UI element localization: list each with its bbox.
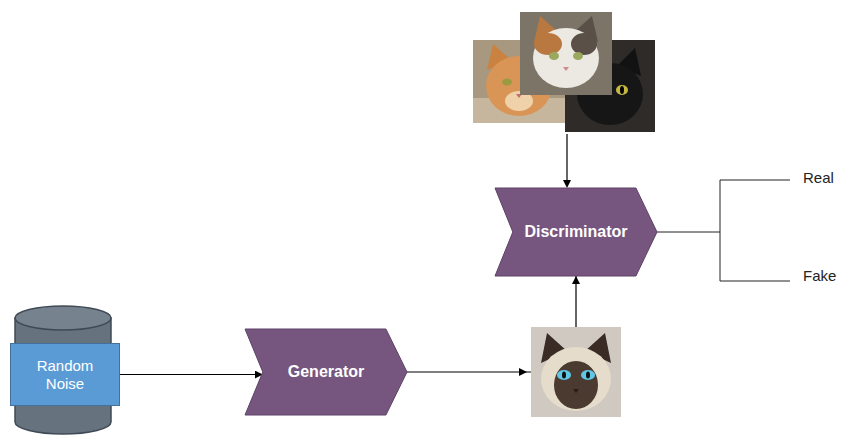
real-cat-photo [520, 12, 612, 95]
cat-pupil [586, 372, 590, 379]
cat-patch [571, 33, 597, 55]
cat-eye [616, 85, 628, 95]
chevron-shape [245, 329, 407, 415]
cat-eye [581, 370, 595, 380]
cat-head [541, 347, 611, 411]
output-label: Real [803, 169, 834, 187]
arrow-head [563, 180, 571, 188]
noise-box: Random Noise [10, 343, 120, 406]
cat-eye [557, 370, 571, 380]
fake-cat-photo [531, 327, 621, 417]
node-text: Generator [288, 362, 364, 381]
node-text: Discriminator [524, 222, 627, 241]
generator-chevron: Generator [245, 329, 407, 415]
cat-eye [573, 52, 583, 60]
photo-background [531, 327, 621, 417]
cat-eye [502, 79, 512, 86]
output-bracket [657, 180, 790, 281]
node-text: Random Noise [25, 357, 105, 393]
discriminator-chevron: Discriminator [495, 188, 657, 276]
arrow-head [519, 368, 527, 376]
cat-mask [554, 361, 598, 409]
cat-patch [534, 33, 562, 55]
chevron-shape [495, 188, 657, 276]
cat-pupil [620, 86, 624, 94]
cat-pupil [562, 372, 566, 379]
photo-background [520, 12, 612, 95]
cat-nose [563, 67, 569, 71]
output-label: Fake [803, 267, 836, 285]
flow-arrow [120, 374, 263, 375]
cat-head [533, 28, 599, 88]
cat-nose [573, 389, 579, 393]
cylinder-top [15, 306, 111, 330]
real-images-arrow [566, 134, 567, 181]
cat-eye [549, 52, 559, 60]
